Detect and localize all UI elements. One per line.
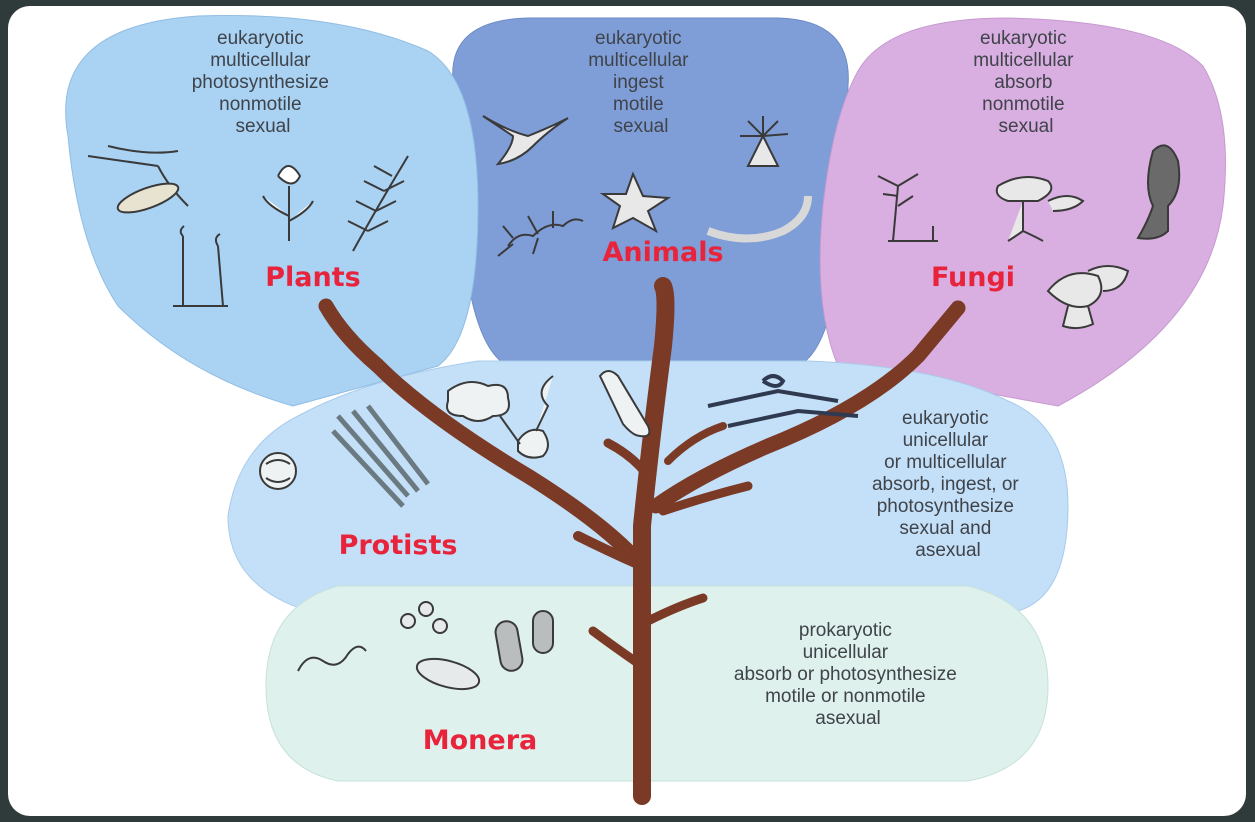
tree-of-life-diagram: eukaryotic multicellular photosynthesize… — [8, 6, 1246, 816]
amoeba-icon — [447, 382, 509, 421]
monera-label: Monera — [423, 725, 538, 756]
animals-label: Animals — [602, 237, 723, 268]
coccus-icon-3 — [433, 619, 447, 633]
fungi-label: Fungi — [931, 262, 1015, 293]
protists-label: Protists — [339, 530, 458, 561]
diatom-icon — [260, 453, 296, 489]
plants-label: Plants — [265, 262, 360, 293]
coccus-icon-2 — [419, 602, 433, 616]
coccus-icon-1 — [401, 614, 415, 628]
rod-bacterium-icon-2 — [533, 611, 553, 653]
diagram-frame: eukaryotic multicellular photosynthesize… — [8, 6, 1246, 816]
